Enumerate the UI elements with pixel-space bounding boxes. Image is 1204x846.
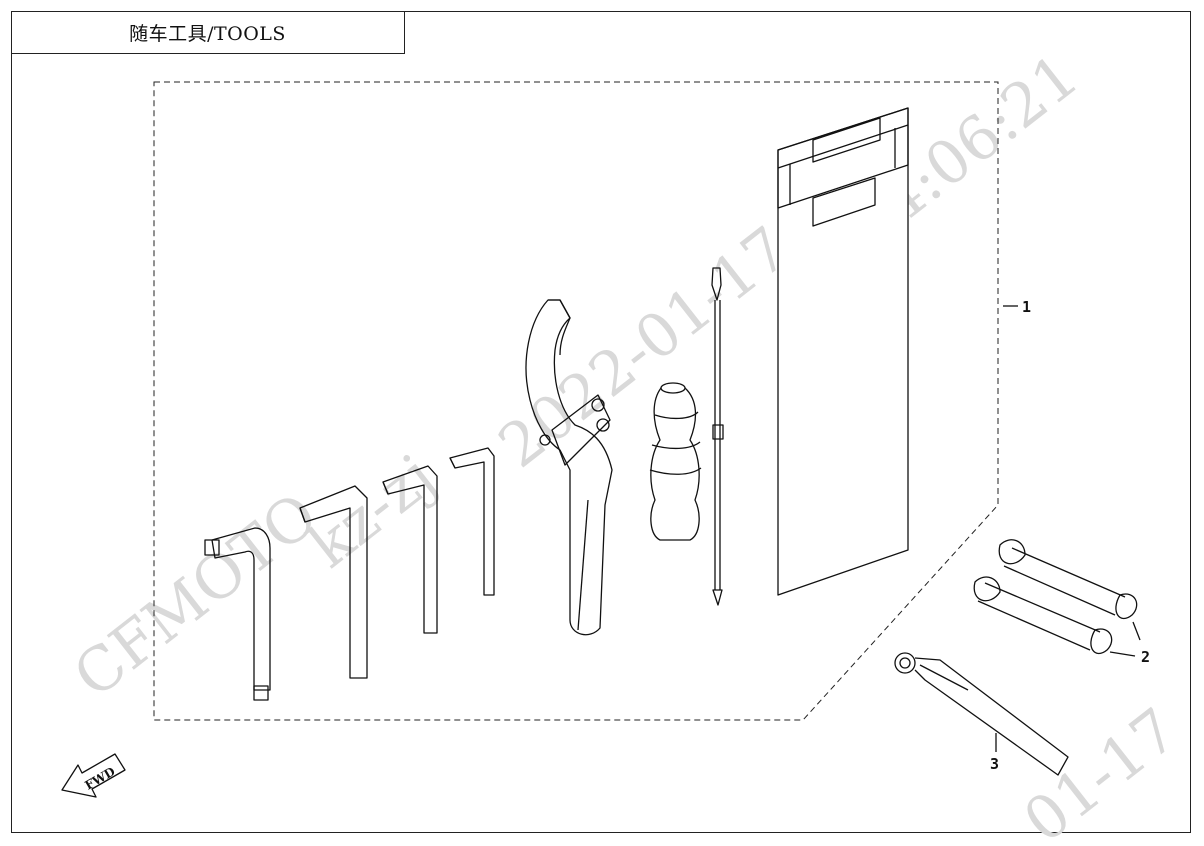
- spanner-wrench: [525, 299, 613, 636]
- callout-3: 3: [990, 755, 999, 773]
- callout-1: 1: [1022, 298, 1031, 316]
- watermark-date-partial: 01-17: [1011, 695, 1190, 846]
- cotter-pin-upper: [998, 539, 1138, 620]
- drawing-frame: [11, 11, 1191, 833]
- leader-line-2a: [1132, 621, 1141, 641]
- hex-key-large: [299, 485, 368, 679]
- title-block: 随车工具/TOOLS: [11, 11, 405, 54]
- hex-key-medium: [382, 465, 438, 634]
- screwdriver-shaft: [711, 267, 724, 606]
- watermark-date: 2022-01-17: [486, 214, 802, 482]
- torx-key: [204, 527, 271, 701]
- tool-rod: [894, 652, 1069, 776]
- tool-pouch: [777, 107, 909, 596]
- watermark-brand: CFMOTO: [61, 480, 331, 712]
- screwdriver-handle: [649, 382, 702, 541]
- page-title: 随车工具/TOOLS: [129, 22, 286, 45]
- cotter-pin-lower: [973, 576, 1113, 655]
- watermark: CFMOTO kz-zj 2022-01-17 14:06:21 01-17: [61, 41, 1190, 846]
- fwd-arrow-icon: [61, 753, 126, 798]
- hex-key-small: [449, 447, 495, 596]
- leader-line-2b: [1109, 651, 1136, 657]
- kit-boundary: [153, 81, 999, 721]
- callout-2: 2: [1141, 648, 1150, 666]
- watermark-user: kz-zj: [296, 441, 448, 581]
